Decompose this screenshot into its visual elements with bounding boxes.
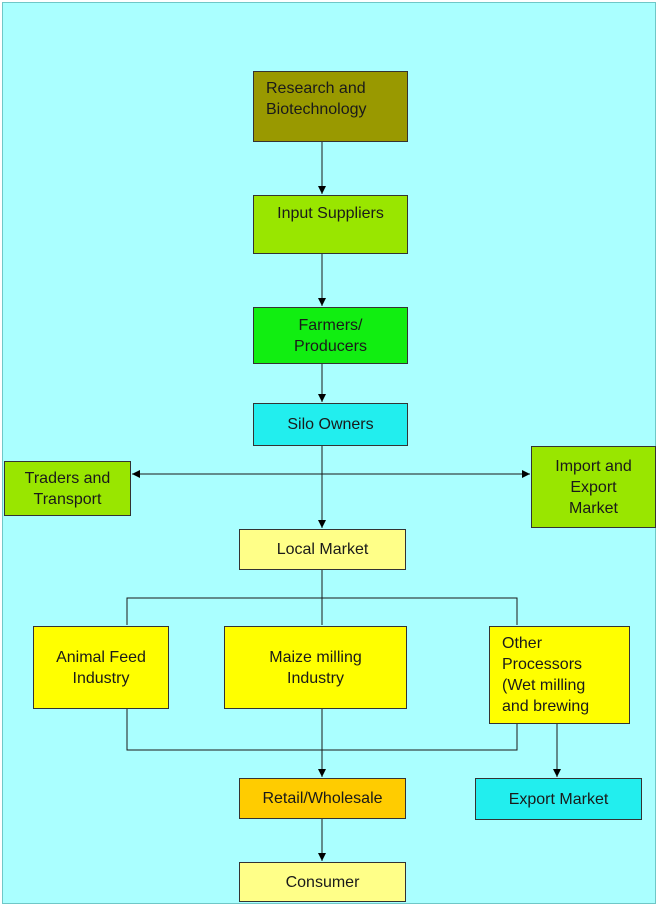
node-research-biotechnology: Research and Biotechnology [253,71,408,142]
node-animal-feed-industry: Animal Feed Industry [33,626,169,709]
node-other-processors: Other Processors (Wet milling and brewin… [489,626,630,724]
node-traders-transport: Traders and Transport [4,461,131,516]
node-input-suppliers: Input Suppliers [253,195,408,254]
node-export-market: Export Market [475,778,642,820]
node-local-market: Local Market [239,529,406,570]
node-silo-owners: Silo Owners [253,403,408,446]
node-farmers-producers: Farmers/ Producers [253,307,408,364]
node-maize-milling-industry: Maize milling Industry [224,626,407,709]
node-consumer: Consumer [239,862,406,902]
node-import-export-market: Import and Export Market [531,446,656,528]
node-retail-wholesale: Retail/Wholesale [239,778,406,819]
